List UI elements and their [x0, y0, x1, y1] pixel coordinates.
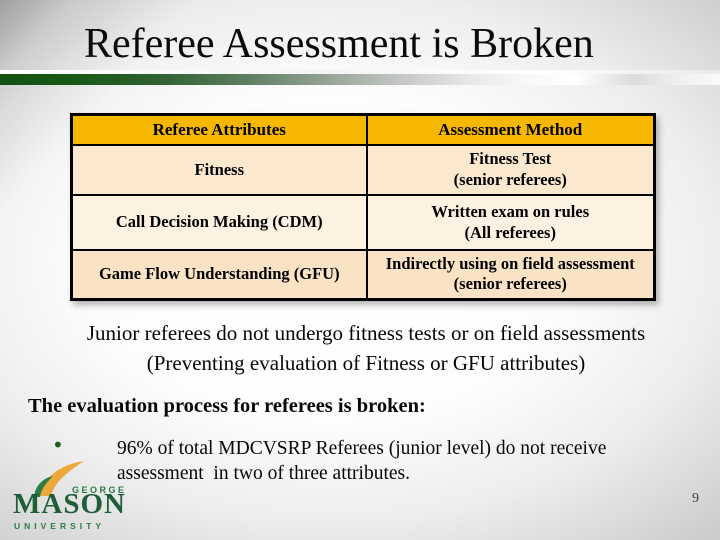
table-header-row: Referee Attributes Assessment Method — [70, 113, 656, 146]
page-number: 9 — [692, 491, 699, 506]
method-line: (All referees) — [464, 222, 556, 242]
notes-line-1: Junior referees do not undergo fitness t… — [86, 321, 646, 345]
bullet-text: 96% of total MDCVSRP Referees (junior le… — [117, 438, 612, 485]
bullet-icon: • — [52, 433, 64, 457]
statement-text: The evaluation process for referees is b… — [28, 395, 426, 417]
method-line: (senior referees) — [453, 170, 567, 189]
table-header-referee-attributes: Referee Attributes — [70, 113, 368, 146]
logo-text-george: GEORGE — [72, 485, 127, 495]
cell-attribute-cdm: Call Decision Making (CDM) — [70, 194, 368, 251]
method-line: Fitness Test — [469, 149, 552, 169]
logo-text-university: UNIVERSITY — [14, 521, 106, 531]
cell-method-fitness: Fitness Test (senior referees) — [365, 144, 656, 196]
cell-method-gfu: Indirectly using on field assessment (se… — [365, 249, 656, 300]
cell-attribute-fitness: Fitness — [70, 144, 368, 196]
logo-flame-icon — [34, 461, 84, 497]
george-mason-logo: GEORGE MASON UNIVERSITY — [12, 460, 140, 538]
table-header-assessment-method: Assessment Method — [365, 113, 656, 146]
notes-text: Junior referees do not undergo fitness t… — [25, 319, 707, 379]
method-line: (senior referees) — [453, 274, 567, 294]
method-line: Written exam on rules — [431, 201, 590, 221]
cell-method-cdm: Written exam on rules (All referees) — [365, 194, 656, 251]
cell-attribute-gfu: Game Flow Understanding (GFU) — [70, 249, 368, 300]
notes-line-2: (Preventing evaluation of Fitness or GFU… — [146, 350, 586, 375]
logo-text-mason: MASON — [13, 488, 126, 520]
method-line: Indirectly using on field assessment — [385, 253, 635, 273]
table-row: Call Decision Making (CDM) Written exam … — [70, 194, 656, 251]
title-divider-highlight — [0, 70, 720, 74]
table-row: Game Flow Understanding (GFU) Indirectly… — [70, 249, 656, 300]
page-title: Referee Assessment is Broken — [84, 21, 594, 67]
assessment-table: Referee Attributes Assessment Method Fit… — [70, 113, 656, 301]
title-divider-bar — [0, 74, 720, 85]
table-row: Fitness Fitness Test (senior referees) — [70, 144, 656, 196]
